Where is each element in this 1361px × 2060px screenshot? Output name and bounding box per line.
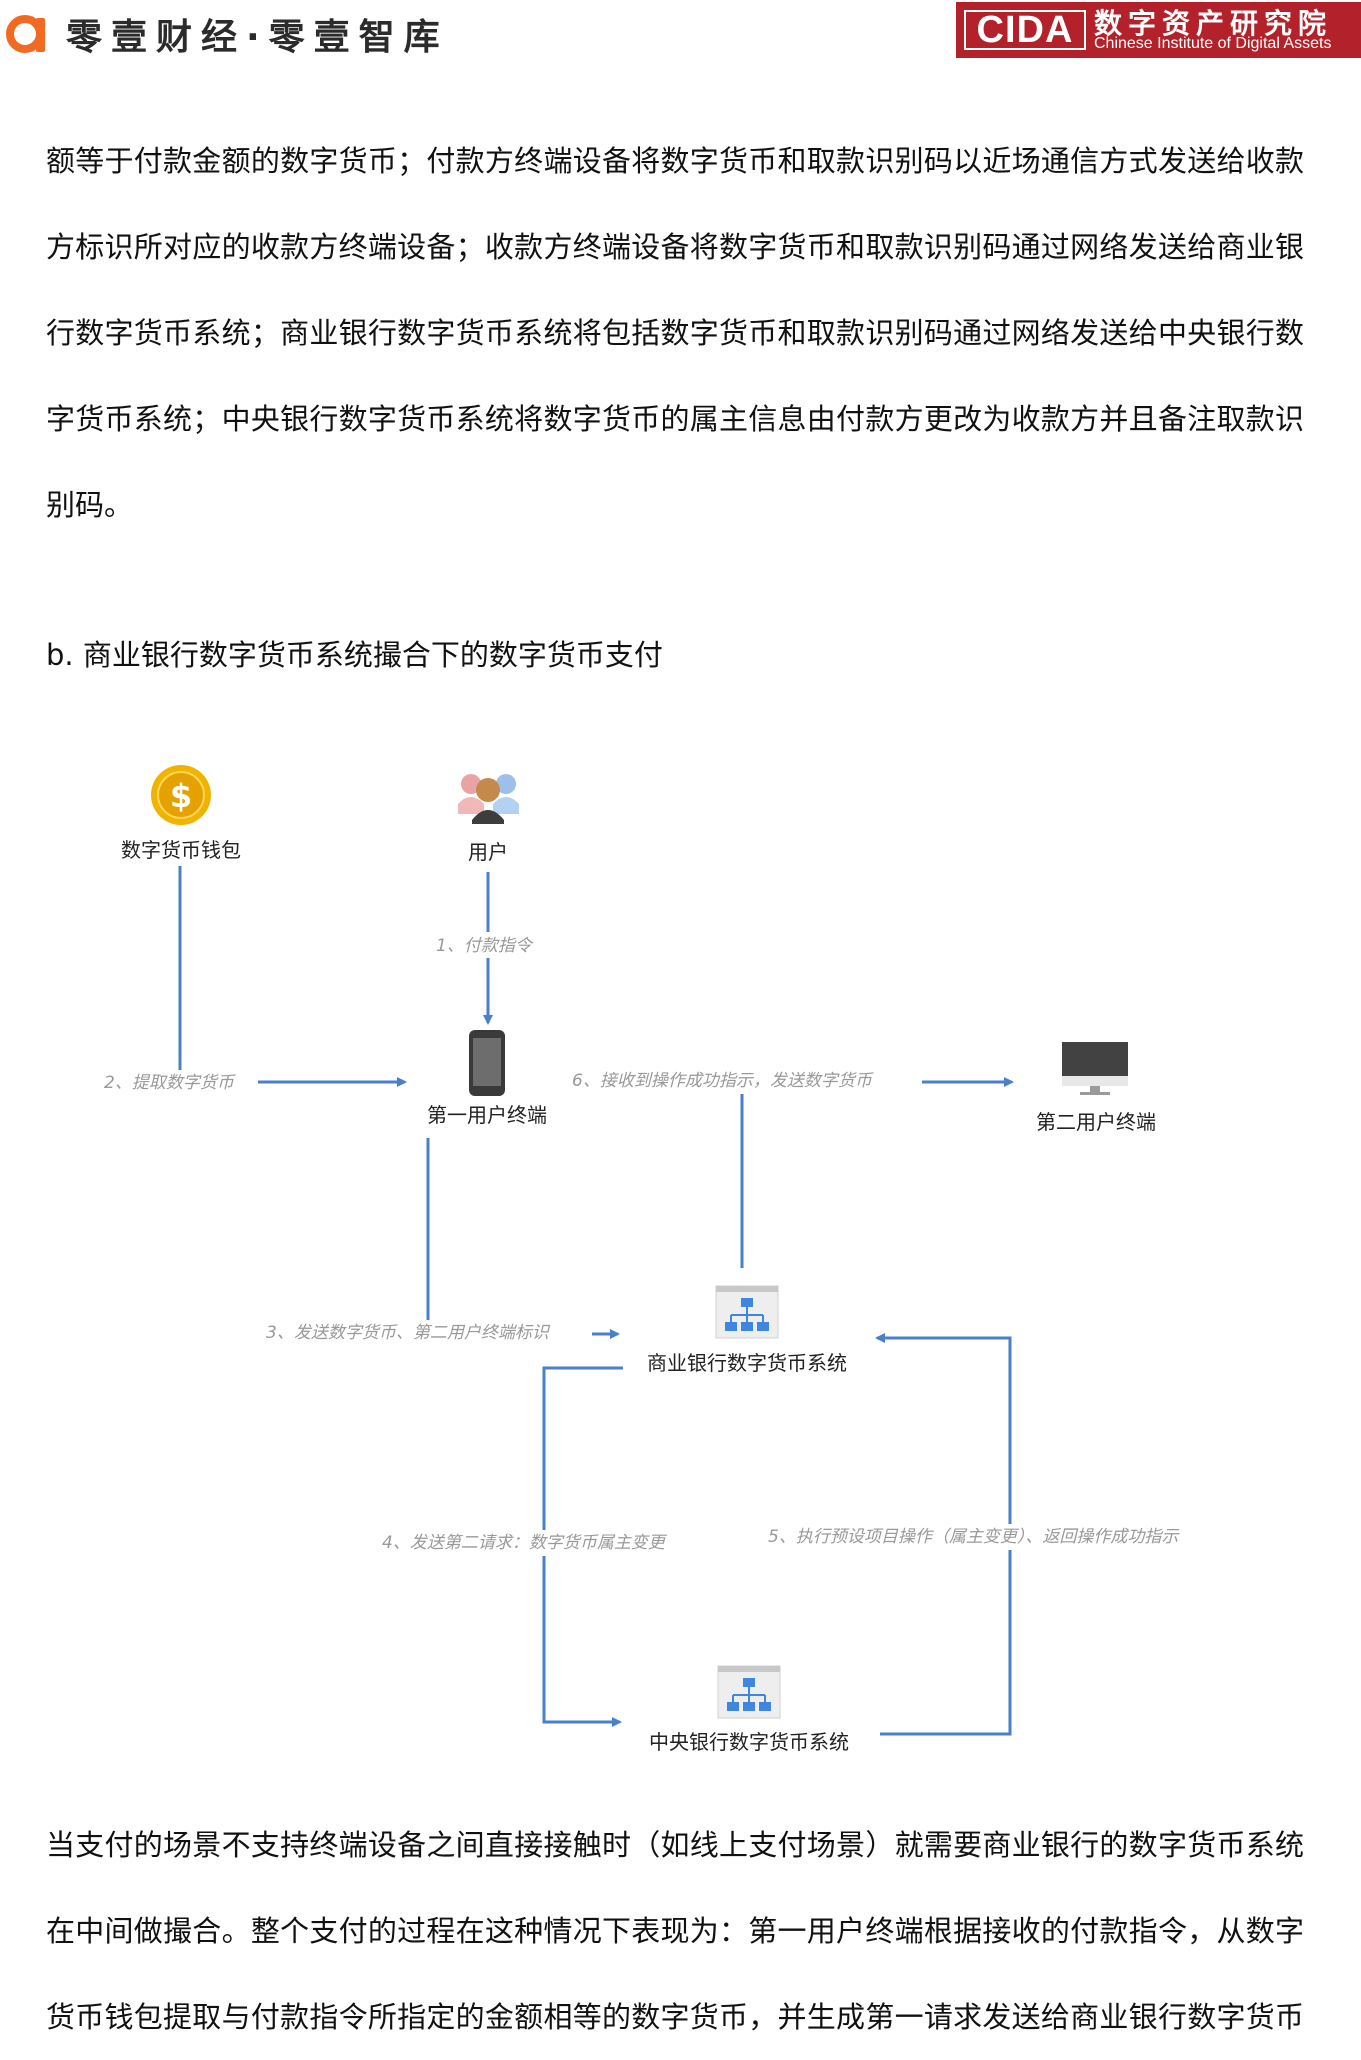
step-2-label: 2、提取数字货币 [104, 1073, 236, 1093]
first-terminal-node: 第一用户终端 [427, 1030, 547, 1127]
user-node: 用户 [458, 774, 519, 864]
commercial-bank-node: 商业银行数字货币系统 [647, 1285, 847, 1375]
outro-paragraph: 当支付的场景不支持终端设备之间直接接触时（如线上支付场景）就需要商业银行的数字货… [46, 1802, 1304, 2060]
dollar-coin-icon: $ [151, 765, 211, 825]
second-terminal-node: 第二用户终端 [1036, 1042, 1156, 1134]
smartphone-icon [469, 1030, 505, 1096]
central-bank-label: 中央银行数字货币系统 [649, 1730, 849, 1754]
central-bank-node: 中央银行数字货币系统 [649, 1665, 849, 1754]
partner-logo-mark: CIDA [964, 10, 1086, 50]
paragraph-line: 行数字货币系统；商业银行数字货币系统将包括数字货币和取款识别码通过网络发送给中央… [46, 316, 1304, 350]
second-terminal-label: 第二用户终端 [1036, 1110, 1156, 1134]
partner-name-en: Chinese Institute of Digital Assets [1094, 35, 1332, 52]
network-icon [717, 1665, 781, 1719]
paragraph-line: 字货币系统；中央银行数字货币系统将数字货币的属主信息由付款方更改为收款方并且备注… [46, 402, 1304, 436]
user-label: 用户 [468, 840, 508, 864]
paragraph-line: 当支付的场景不支持终端设备之间直接接触时（如线上支付场景）就需要商业银行的数字货… [46, 1828, 1304, 1862]
commercial-bank-label: 商业银行数字货币系统 [647, 1351, 847, 1375]
paragraph-line: 在中间做撮合。整个支付的过程在这种情况下表现为：第一用户终端根据接收的付款指令，… [46, 1914, 1304, 1948]
intro-paragraph: 额等于付款金额的数字货币；付款方终端设备将数字货币和取款识别码以近场通信方式发送… [46, 118, 1304, 548]
network-icon [715, 1285, 779, 1339]
arrow-terminal-to-commercial [426, 1138, 620, 1339]
paragraph-line: 额等于付款金额的数字货币；付款方终端设备将数字货币和取款识别码以近场通信方式发送… [46, 144, 1304, 178]
section-title: b. 商业银行数字货币系统撮合下的数字货币支付 [46, 638, 663, 672]
wallet-label: 数字货币钱包 [121, 838, 241, 862]
wallet-node: $ 数字货币钱包 [121, 765, 241, 862]
step-5-label: 5、执行预设项目操作（属主变更）、返回操作成功指示 [768, 1527, 1180, 1547]
paragraph-line: 别码。 [46, 488, 134, 522]
monitor-icon [1062, 1042, 1128, 1095]
brand-name: 零壹财经·零壹智库 [66, 17, 449, 58]
paragraph-line: 货币钱包提取与付款指令所指定的金额相等的数字货币，并生成第一请求发送给商业银行数… [46, 2000, 1304, 2034]
step-3-label: 3、发送数字货币、第二用户终端标识 [266, 1323, 551, 1343]
page-header: 零壹财经·零壹智库 CIDA 数字资产研究院 Chinese Institute… [0, 0, 1361, 64]
paragraph-line: 方标识所对应的收款方终端设备；收款方终端设备将数字货币和取款识别码通过网络发送给… [46, 230, 1304, 264]
step-1-label: 1、付款指令 [436, 936, 534, 956]
payment-flow-diagram: $ 数字货币钱包 用户 第一用户终端 第二用户终端 [100, 765, 1254, 1754]
first-terminal-label: 第一用户终端 [427, 1103, 547, 1127]
users-icon [458, 774, 519, 824]
step-6-label: 6、接收到操作成功指示，发送数字货币 [572, 1071, 874, 1091]
partner-name-cn: 数字资产研究院 [1094, 7, 1333, 40]
arrow-wallet-to-terminal [178, 866, 407, 1087]
brand-logo-icon [6, 15, 45, 53]
partner-logo: CIDA 数字资产研究院 Chinese Institute of Digita… [956, 2, 1361, 58]
step-4-label: 4、发送第二请求：数字货币属主变更 [382, 1533, 668, 1553]
arrow-commercial-to-second-terminal [740, 1077, 1014, 1268]
svg-text:$: $ [170, 777, 192, 815]
